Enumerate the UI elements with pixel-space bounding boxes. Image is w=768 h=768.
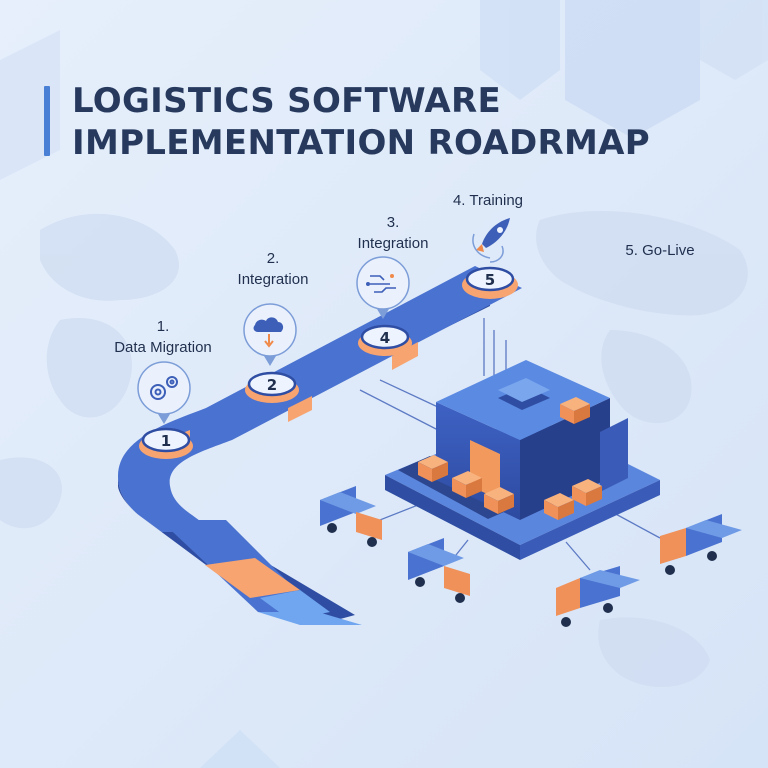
circuit-icon [366,274,396,293]
milestone-1[interactable]: 1 [137,361,193,459]
step-label-4: 4. Training [428,190,548,211]
milestones: 1 2 4 [137,218,518,459]
truck-3 [556,566,640,627]
road-orange-mark-a [288,396,312,422]
step-label-2: 2. Integration [198,248,348,290]
step-name: Integration [357,235,429,252]
road-orange-segment [205,558,300,598]
milestone-badge-2: 2 [267,376,277,394]
title-line-1: LOGISTICS SOFTWARE [72,81,502,121]
server-rack [600,418,628,492]
step-number: 5. [625,242,638,259]
step-name: Training [469,192,524,209]
step-label-1: 1. Data Migration [88,316,238,358]
milestone-4[interactable]: 5 [462,218,518,299]
delivery-trucks [320,486,742,627]
warehouse-base-left [385,475,520,560]
road-orange-mark-b [392,342,418,370]
step-number: 4. [452,192,466,209]
step-number: 2. [266,250,280,267]
warehouse-roof-unit-top [498,378,550,402]
cargo-boxes [418,397,602,520]
milestone-3[interactable]: 4 [356,256,412,356]
cloud-download-icon [253,317,284,348]
world-map [0,211,748,687]
milestone-2[interactable]: 2 [243,303,299,403]
step-label-3: 3. Integration [318,212,468,254]
step-number: 3. [386,214,400,231]
step-name: Go-Live [642,242,695,259]
gears-icon [150,376,178,400]
connector-lines [359,318,661,571]
step-number-name: 5. Go-Live [600,240,720,261]
milestone-badge-4: 5 [485,271,495,289]
warehouse-base-right [520,480,660,560]
road-orange-segment-2 [260,590,330,620]
title-accent-bar [44,86,50,156]
page-title: LOGISTICS SOFTWARE IMPLEMENTATION ROADRM… [72,80,650,164]
warehouse-building [385,360,660,560]
milestone-badge-3: 4 [380,329,390,347]
step-name: Integration [237,271,309,288]
truck-2 [408,538,470,603]
step-label-5: 5. Go-Live [600,240,720,261]
warehouse-side-wall [520,398,610,520]
truck-4 [660,514,742,575]
step-number-name: 4. Training [428,190,548,211]
milestone-badge-1: 1 [161,432,171,450]
truck-1 [320,486,382,547]
road-surface [118,266,522,532]
step-name: Data Migration [114,339,212,356]
step-number: 1. [156,318,170,335]
rocket-icon [472,218,510,263]
title-line-2: IMPLEMENTATION ROADRMAP [72,123,650,163]
